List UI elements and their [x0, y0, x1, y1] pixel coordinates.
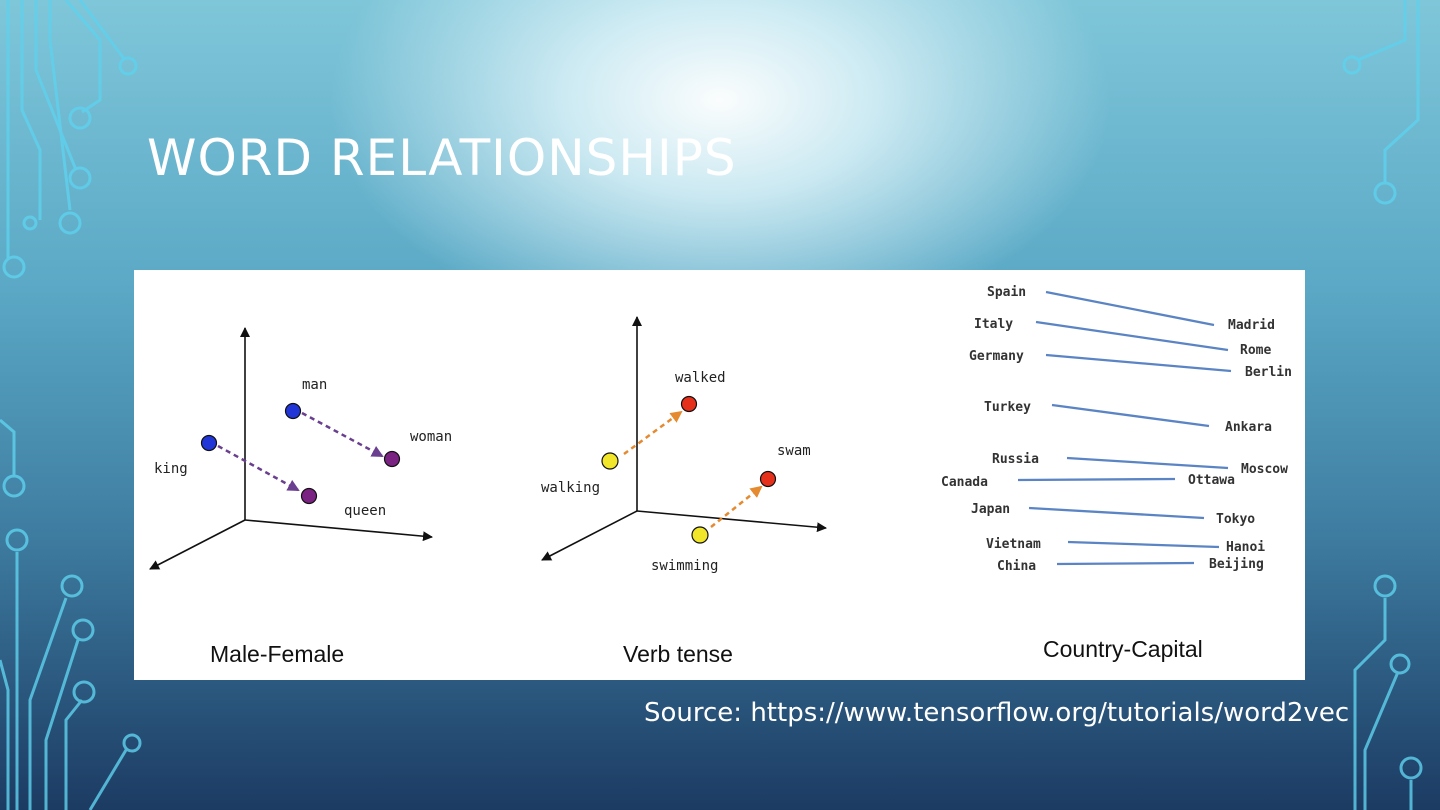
swam-point [759, 470, 777, 488]
label-country: China [997, 559, 1036, 574]
label-capital: Madrid [1228, 318, 1275, 333]
walked-point [680, 395, 698, 413]
x-axis [244, 519, 433, 542]
label-capital: Hanoi [1226, 540, 1265, 555]
verb-tense-panel: walked walking swam swimming Verb tense [541, 316, 827, 667]
russia-moscow-line [1066, 456, 1229, 470]
man-woman-arrow [301, 411, 384, 458]
caption-country-capital: Country-Capital [1043, 636, 1203, 662]
label-king: king [154, 461, 188, 477]
label-swam: swam [777, 443, 811, 459]
word-relationships-figure: man woman king queen Male-Female walked … [134, 270, 1305, 680]
walking-walked-arrow [623, 410, 683, 456]
label-woman: woman [410, 429, 452, 445]
germany-berlin-line [1045, 353, 1232, 373]
walking-point [601, 452, 619, 470]
label-capital: Berlin [1245, 365, 1292, 380]
label-capital: Tokyo [1216, 512, 1255, 527]
woman-point [383, 450, 401, 468]
turkey-ankara-line [1051, 403, 1210, 428]
slide-title: WORD RELATIONSHIPS [147, 129, 737, 187]
label-capital: Moscow [1241, 462, 1288, 477]
label-walking: walking [541, 480, 600, 496]
label-capital: Ottawa [1188, 473, 1235, 488]
caption-male-female: Male-Female [210, 641, 344, 667]
label-country: Canada [941, 475, 988, 490]
label-country: Vietnam [986, 537, 1041, 552]
male-female-panel: man woman king queen Male-Female [149, 327, 452, 667]
swimming-point [691, 526, 709, 544]
label-queen: queen [344, 503, 386, 519]
queen-point [300, 487, 318, 505]
label-country: Turkey [984, 400, 1031, 415]
label-walked: walked [675, 370, 726, 386]
source-citation: Source: https://www.tensorflow.org/tutor… [644, 698, 1350, 728]
king-point [200, 434, 218, 452]
swimming-swam-arrow [710, 485, 763, 528]
vietnam-hanoi-line [1067, 540, 1220, 549]
label-swimming: swimming [651, 558, 718, 574]
label-capital: Rome [1240, 343, 1271, 358]
label-country: Japan [971, 502, 1010, 517]
china-beijing-line [1056, 561, 1195, 566]
man-point [284, 402, 302, 420]
label-country: Russia [992, 452, 1039, 467]
canada-ottawa-line [1017, 477, 1176, 482]
country-capital-panel: Spain Madrid Italy Rome Germany Berlin T… [941, 285, 1292, 662]
label-capital: Ankara [1225, 420, 1272, 435]
caption-verb-tense: Verb tense [623, 641, 733, 667]
z-axis [149, 519, 246, 570]
z-axis [541, 510, 638, 561]
label-man: man [302, 377, 327, 393]
spain-madrid-line [1045, 290, 1215, 327]
italy-rome-line [1035, 320, 1229, 352]
japan-tokyo-line [1028, 506, 1205, 520]
label-capital: Beijing [1209, 557, 1264, 572]
label-country: Germany [969, 349, 1024, 364]
figure-canvas: man woman king queen Male-Female walked … [149, 285, 1292, 667]
label-country: Spain [987, 285, 1026, 300]
label-country: Italy [974, 317, 1013, 332]
x-axis [636, 510, 827, 533]
king-queen-arrow [217, 444, 300, 492]
